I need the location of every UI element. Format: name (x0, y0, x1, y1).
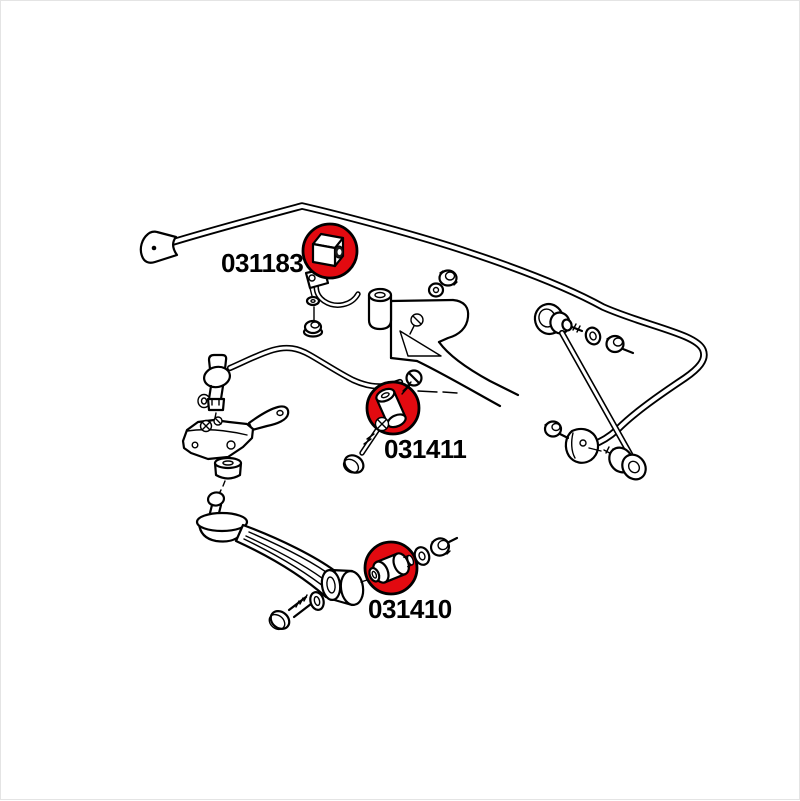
highlight-031411[interactable] (341, 369, 423, 477)
control-arm-washer (309, 591, 325, 611)
bracket-bushing (213, 456, 243, 480)
part-label-031411[interactable]: 031411 (384, 434, 467, 464)
strut-rod (226, 344, 404, 390)
mount-washer (427, 282, 445, 298)
tie-rod-end (197, 353, 231, 419)
lower-control-arm (234, 523, 368, 631)
bushing-031410 (368, 552, 415, 584)
washer-031410 (413, 546, 431, 566)
bushing-031183 (311, 232, 345, 268)
part-label-031183[interactable]: 031183 (221, 248, 304, 278)
end-link-nut (605, 334, 635, 355)
end-link-bracket (564, 427, 602, 464)
bushing-screw-031411 (401, 369, 423, 395)
part-label-031410[interactable]: 031410 (368, 594, 452, 624)
bushing-bolt-031411 (342, 423, 383, 474)
frame-mount-tube (367, 287, 393, 331)
stabilizer-bar-eyelet (139, 230, 179, 264)
clamp-washer (305, 295, 321, 307)
control-arm-bolt (268, 594, 313, 631)
end-link-top-bushing (533, 302, 584, 336)
bracket-nut (543, 420, 570, 440)
mount-nut (438, 269, 458, 287)
nut-031410 (429, 536, 459, 557)
stabilizer-bar (139, 202, 708, 449)
frame-crossmember (367, 269, 520, 408)
control-arm-bushing-housing (320, 568, 368, 607)
highlight-031183[interactable] (301, 222, 359, 280)
knuckle-bracket (181, 405, 290, 495)
end-link-washer (584, 326, 602, 346)
bushing-031411 (374, 387, 407, 432)
end-link-bottom-bushing (603, 446, 647, 481)
clamp-nut (302, 319, 324, 338)
highlight-031410[interactable] (363, 536, 459, 596)
stabilizer-end-link (533, 302, 647, 481)
lower-ball-joint (195, 491, 249, 543)
end-link-rod (558, 329, 634, 458)
